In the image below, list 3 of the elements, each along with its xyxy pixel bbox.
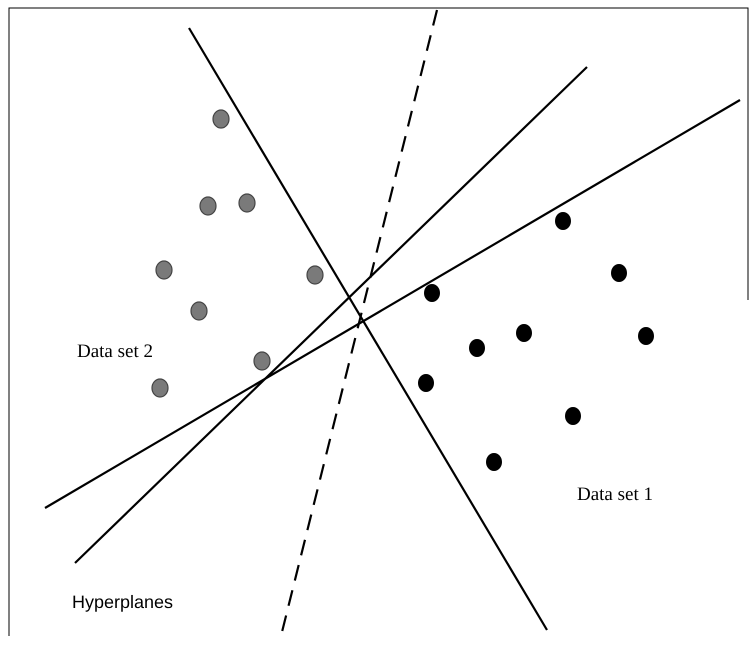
label-text: Hyperplanes	[72, 592, 174, 614]
label-text: Data set 1	[577, 484, 653, 507]
label-text: Data set 2	[77, 341, 153, 364]
